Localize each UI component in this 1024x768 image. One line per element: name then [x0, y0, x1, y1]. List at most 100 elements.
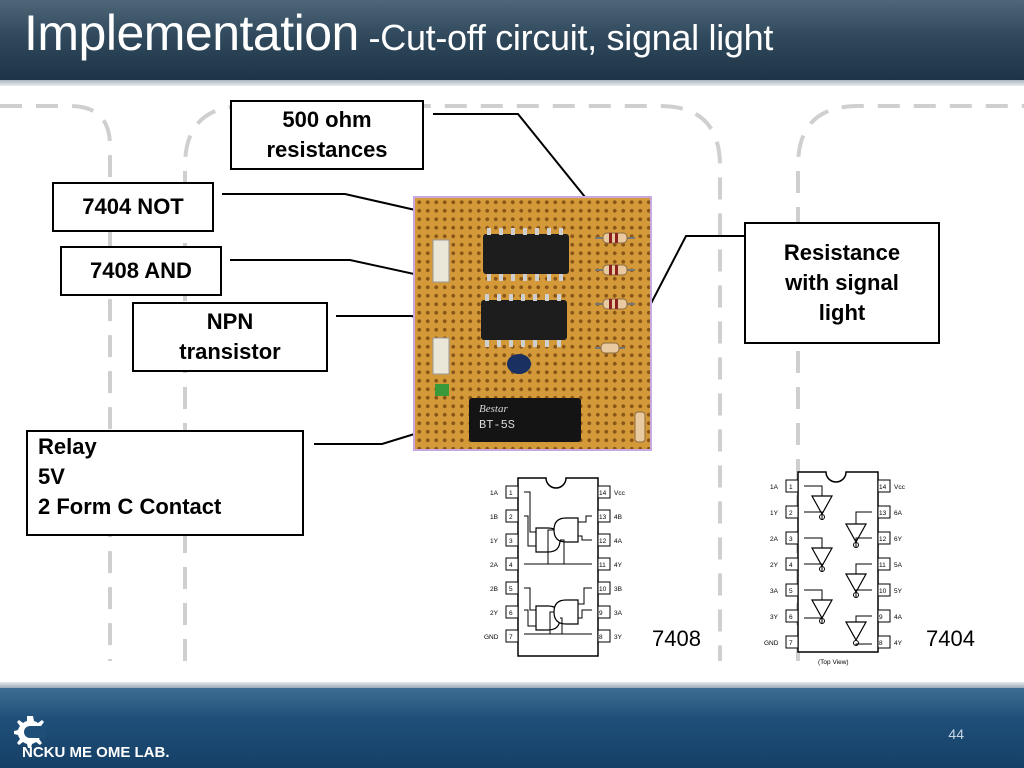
- callout-transistor-line2: transistor: [179, 339, 281, 364]
- ic-7408-pin8-num: 8: [599, 634, 603, 641]
- ic-7408-pin5-num: 5: [509, 586, 513, 593]
- chip-7408-body: [481, 300, 567, 340]
- ic-7408-pin2-num: 2: [509, 514, 513, 521]
- relay-body: [469, 398, 581, 442]
- green-connector: [435, 384, 449, 396]
- ic-7408-pin4-name: 2A: [490, 562, 499, 569]
- ic-7404-pin13-num: 13: [879, 510, 887, 517]
- ic-7404-label: 7404: [926, 626, 975, 652]
- relay-brand-text: Bestar: [479, 403, 508, 415]
- ic-7404-pin9-num: 9: [879, 614, 883, 621]
- dash-frame-right: [796, 104, 1024, 661]
- ic-7404-pin2-num: 2: [789, 510, 793, 517]
- callout-signal-light: Resistance with signal light: [744, 222, 940, 344]
- ic-7408-pin9-name: 3A: [614, 610, 623, 617]
- ic-7408-pin3-num: 3: [509, 538, 513, 545]
- ic-7404-pin10-num: 10: [879, 588, 887, 595]
- ic-7404-pin3-num: 3: [789, 536, 793, 543]
- ic-7404-pin6-num: 6: [789, 614, 793, 621]
- callout-and-gate: 7408 AND: [60, 246, 222, 296]
- circuit-board-components: Bestar BT-5S: [432, 228, 646, 443]
- slide-footer: NCKU ME OME LAB. 44: [0, 682, 1024, 768]
- ic-7404-pin10-name: 5Y: [894, 588, 903, 595]
- callout-signal-light-line1: Resistance: [783, 240, 901, 265]
- ic-7408-pin2-name: 1B: [490, 514, 498, 521]
- resistor-bodies: [600, 232, 628, 354]
- chip-7408-pins: [485, 294, 561, 347]
- ic-7404-pin7-num: 7: [789, 640, 793, 647]
- callout-relay-line2: 5V: [38, 464, 65, 489]
- transistor-body: [507, 354, 531, 374]
- ic-7404-pin4-name: 2Y: [770, 562, 779, 569]
- ic-7408-pin7-name: GND: [484, 634, 499, 641]
- ic-7404-pin14-num: 14: [879, 484, 887, 491]
- ic-7404-pin-boxes: [785, 479, 891, 649]
- ic-7404-pin7-name: GND: [764, 640, 779, 647]
- circuit-board-photo: Bestar BT-5S: [413, 196, 652, 451]
- background-dashed-frames: [0, 104, 1024, 661]
- ic-7404-view-label: (Top View): [818, 659, 849, 666]
- ic-7408-label: 7408: [652, 626, 701, 652]
- ic-7404-pin3-name: 2A: [770, 536, 779, 543]
- ic-7408-pin11-name: 4Y: [614, 562, 623, 569]
- ic-7408-pin11-num: 11: [599, 562, 606, 569]
- slide-header: Implementation -Cut-off circuit, signal …: [0, 0, 1024, 86]
- callout-relay: Relay 5V 2 Form C Contact: [26, 430, 304, 536]
- ic-7408-pin3-name: 1Y: [490, 538, 499, 545]
- callout-signal-light-line3: light: [818, 300, 866, 325]
- ic-7404-pin12-num: 12: [879, 536, 887, 543]
- connector-top: [432, 239, 450, 283]
- ic-7404-pin12-name: 6Y: [894, 536, 903, 543]
- ic-7408-pin7-num: 7: [509, 634, 513, 641]
- ic-7404-pin2-name: 1Y: [770, 510, 779, 517]
- title-main: Implementation: [24, 5, 359, 61]
- ic-7408-pin14-name: Vcc: [614, 490, 626, 497]
- ic-7404-pin13-name: 6A: [894, 510, 903, 517]
- resistors: [595, 237, 635, 349]
- ic-7408-pin1-name: 1A: [490, 490, 499, 497]
- connector-bottom: [432, 337, 450, 375]
- slide-title: Implementation -Cut-off circuit, signal …: [24, 4, 773, 62]
- title-subtitle: -Cut-off circuit, signal light: [358, 17, 774, 58]
- callout-transistor: NPN transistor: [132, 302, 328, 372]
- ic-7408-pin13-num: 13: [599, 514, 607, 521]
- lab-name: NCKU ME OME LAB.: [22, 744, 170, 761]
- ic-7408-pin13-name: 4B: [614, 514, 622, 521]
- ic-7404-pin14-name: Vcc: [894, 484, 906, 491]
- ic-7408-pin10-name: 3B: [614, 586, 622, 593]
- callout-not-gate-text: 7404 NOT: [82, 194, 184, 219]
- ic-7408-pin6-num: 6: [509, 610, 513, 617]
- ic-7404-pin8-num: 8: [879, 640, 883, 647]
- resistor-bands: [609, 233, 618, 309]
- callout-and-gate-text: 7408 AND: [90, 258, 192, 283]
- ic-7408-pin12-num: 12: [599, 538, 607, 545]
- ic-7404-pin4-num: 4: [789, 562, 793, 569]
- callout-signal-light-line2: with signal: [785, 270, 899, 295]
- callout-resistances-line2: resistances: [266, 137, 388, 162]
- callout-resistances: 500 ohm resistances: [230, 100, 424, 170]
- ic-7404-pin9-name: 4A: [894, 614, 903, 621]
- ic-7404-wires: [804, 485, 872, 646]
- ic-7408-pin12-name: 4A: [614, 538, 623, 545]
- callout-transistor-line1: NPN: [206, 309, 254, 334]
- ic-7408-pin4-num: 4: [509, 562, 513, 569]
- ic-7408-wires: [524, 491, 592, 635]
- gear-logo-icon: [14, 716, 46, 748]
- ic-7404-pin1-num: 1: [789, 484, 793, 491]
- ic-7408-pin14-num: 14: [599, 490, 607, 497]
- page-number: 44: [948, 726, 964, 742]
- callout-relay-line3: 2 Form C Contact: [38, 494, 222, 519]
- ic-7404-pin5-name: 3A: [770, 588, 779, 595]
- ic-7408-pinout: 1 2 3 4 5 6 7 14 13 12 11 10 9 8 1A 1B 1…: [484, 477, 626, 657]
- ic-7404-pin11-num: 11: [879, 562, 886, 569]
- ic-7408-pin6-name: 2Y: [490, 610, 499, 617]
- callout-relay-line1: Relay: [38, 434, 97, 459]
- bottom-resistor: [634, 411, 646, 443]
- ic-7408-pin9-num: 9: [599, 610, 603, 617]
- leader-resistances: [433, 113, 611, 229]
- ic-7404-pin11-name: 5A: [894, 562, 903, 569]
- ic-7408-pin5-name: 2B: [490, 586, 498, 593]
- ic-7404-outline: [797, 471, 879, 653]
- ic-7404-pin6-name: 3Y: [770, 614, 779, 621]
- callout-not-gate: 7404 NOT: [52, 182, 214, 232]
